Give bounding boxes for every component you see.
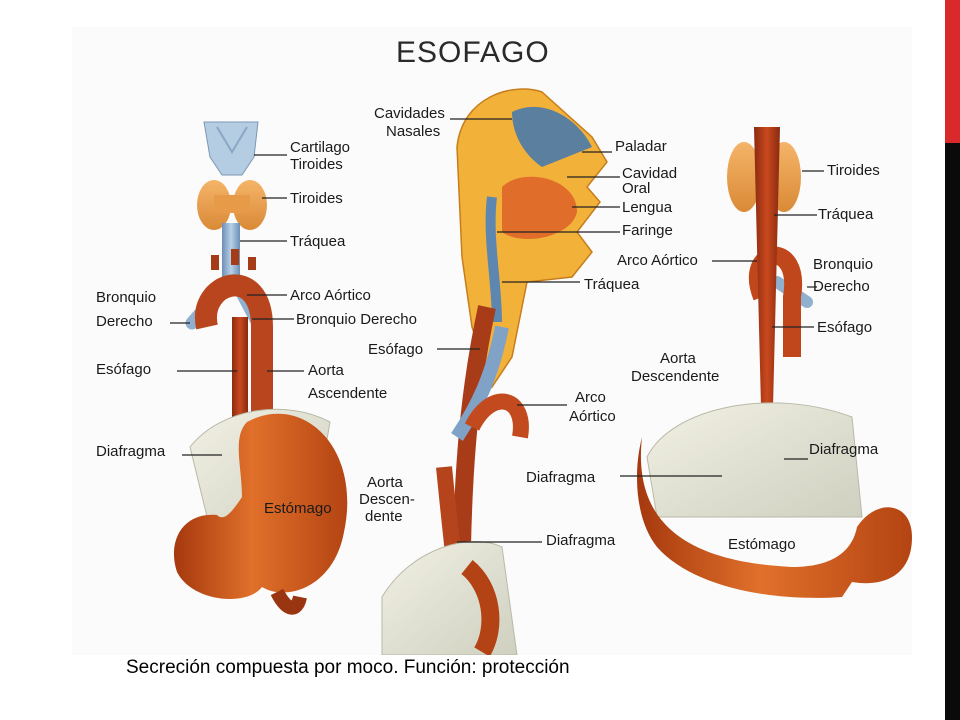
aortic-arch-shape [195,274,273,427]
label-arco: Arco [575,389,606,406]
label-esofago-right: Esófago [817,319,872,336]
label-oral: Oral [622,180,650,197]
label-esofago-left: Esófago [96,361,151,378]
label-aorta: Aorta [308,362,345,379]
left-panel [173,121,348,615]
label-arco-aortico-left: Arco Aórtico [290,287,371,304]
label-dente: dente [365,508,403,525]
label-aorta-middle: Aorta [367,474,404,491]
label-faringe: Faringe [622,222,673,239]
label-derecho-right: Derecho [813,278,870,295]
slide-caption: Secreción compuesta por moco. Función: p… [126,657,570,678]
label-esofago-middle: Esófago [368,341,423,358]
stomach-shape-left [173,413,348,599]
slide-title: ESOFAGO [396,36,550,69]
label-cartilago: Cartilago [290,139,350,156]
right-panel [637,127,912,598]
label-bronquio-right: Bronquio [813,256,873,273]
label-descen: Descen- [359,491,415,508]
left-labels: Cartilago Tiroides Tiroides Tráquea Bron… [96,139,417,517]
label-diafragma-middle: Diafragma [546,532,616,549]
label-diafragma-left: Diafragma [96,443,166,460]
label-bronquio-derecho: Bronquio Derecho [296,311,417,328]
tongue-shape [502,176,577,240]
middle-labels: Cavidades Nasales Paladar Cavidad Oral L… [359,105,677,549]
label-aortico: Aórtico [569,408,616,425]
label-paladar: Paladar [615,138,667,155]
stomach-shape-right [637,437,912,598]
thyroid-shape-right [727,142,761,212]
diaphragm-shape-right [646,402,863,518]
esophagus-anatomy-figure: ESOFAGO [96,36,912,655]
accent-bar-red [945,0,960,143]
label-traquea-left: Tráquea [290,233,346,250]
label-descendente-right: Descendente [631,368,719,385]
label-aorta-right: Aorta [660,350,697,367]
middle-panel [381,88,608,655]
label-traquea-middle: Tráquea [584,276,640,293]
label-traquea-right: Tráquea [818,206,874,223]
nasal-cavity-shape [512,106,592,167]
label-cavidades: Cavidades [374,105,445,122]
label-cavidad: Cavidad [622,165,677,182]
label-estomago-left: Estómago [264,500,332,517]
label-diafragma-right: Diafragma [809,441,879,458]
label-cartilago-tiroides: Tiroides [290,156,343,173]
leader-lines [170,118,824,543]
label-nasales: Nasales [386,123,440,140]
pharynx-shape [485,196,502,323]
label-bronquio-derecho-left: Derecho [96,313,153,330]
label-arco-aortico-right: Arco Aórtico [617,252,698,269]
right-labels: Tiroides Tráquea Arco Aórtico Bronquio D… [526,162,880,553]
label-tiroides-right: Tiroides [827,162,880,179]
label-tiroides-left: Tiroides [290,190,343,207]
esophagus-shape-right [754,127,780,447]
accent-bar-black [945,143,960,720]
label-aorta-ascendente: Ascendente [308,385,387,402]
label-bronquio-left: Bronquio [96,289,156,306]
label-diafragma-right-middle: Diafragma [526,469,596,486]
label-lengua: Lengua [622,199,673,216]
esophagus-shape-left [232,317,248,427]
label-estomago-right: Estómago [728,536,796,553]
